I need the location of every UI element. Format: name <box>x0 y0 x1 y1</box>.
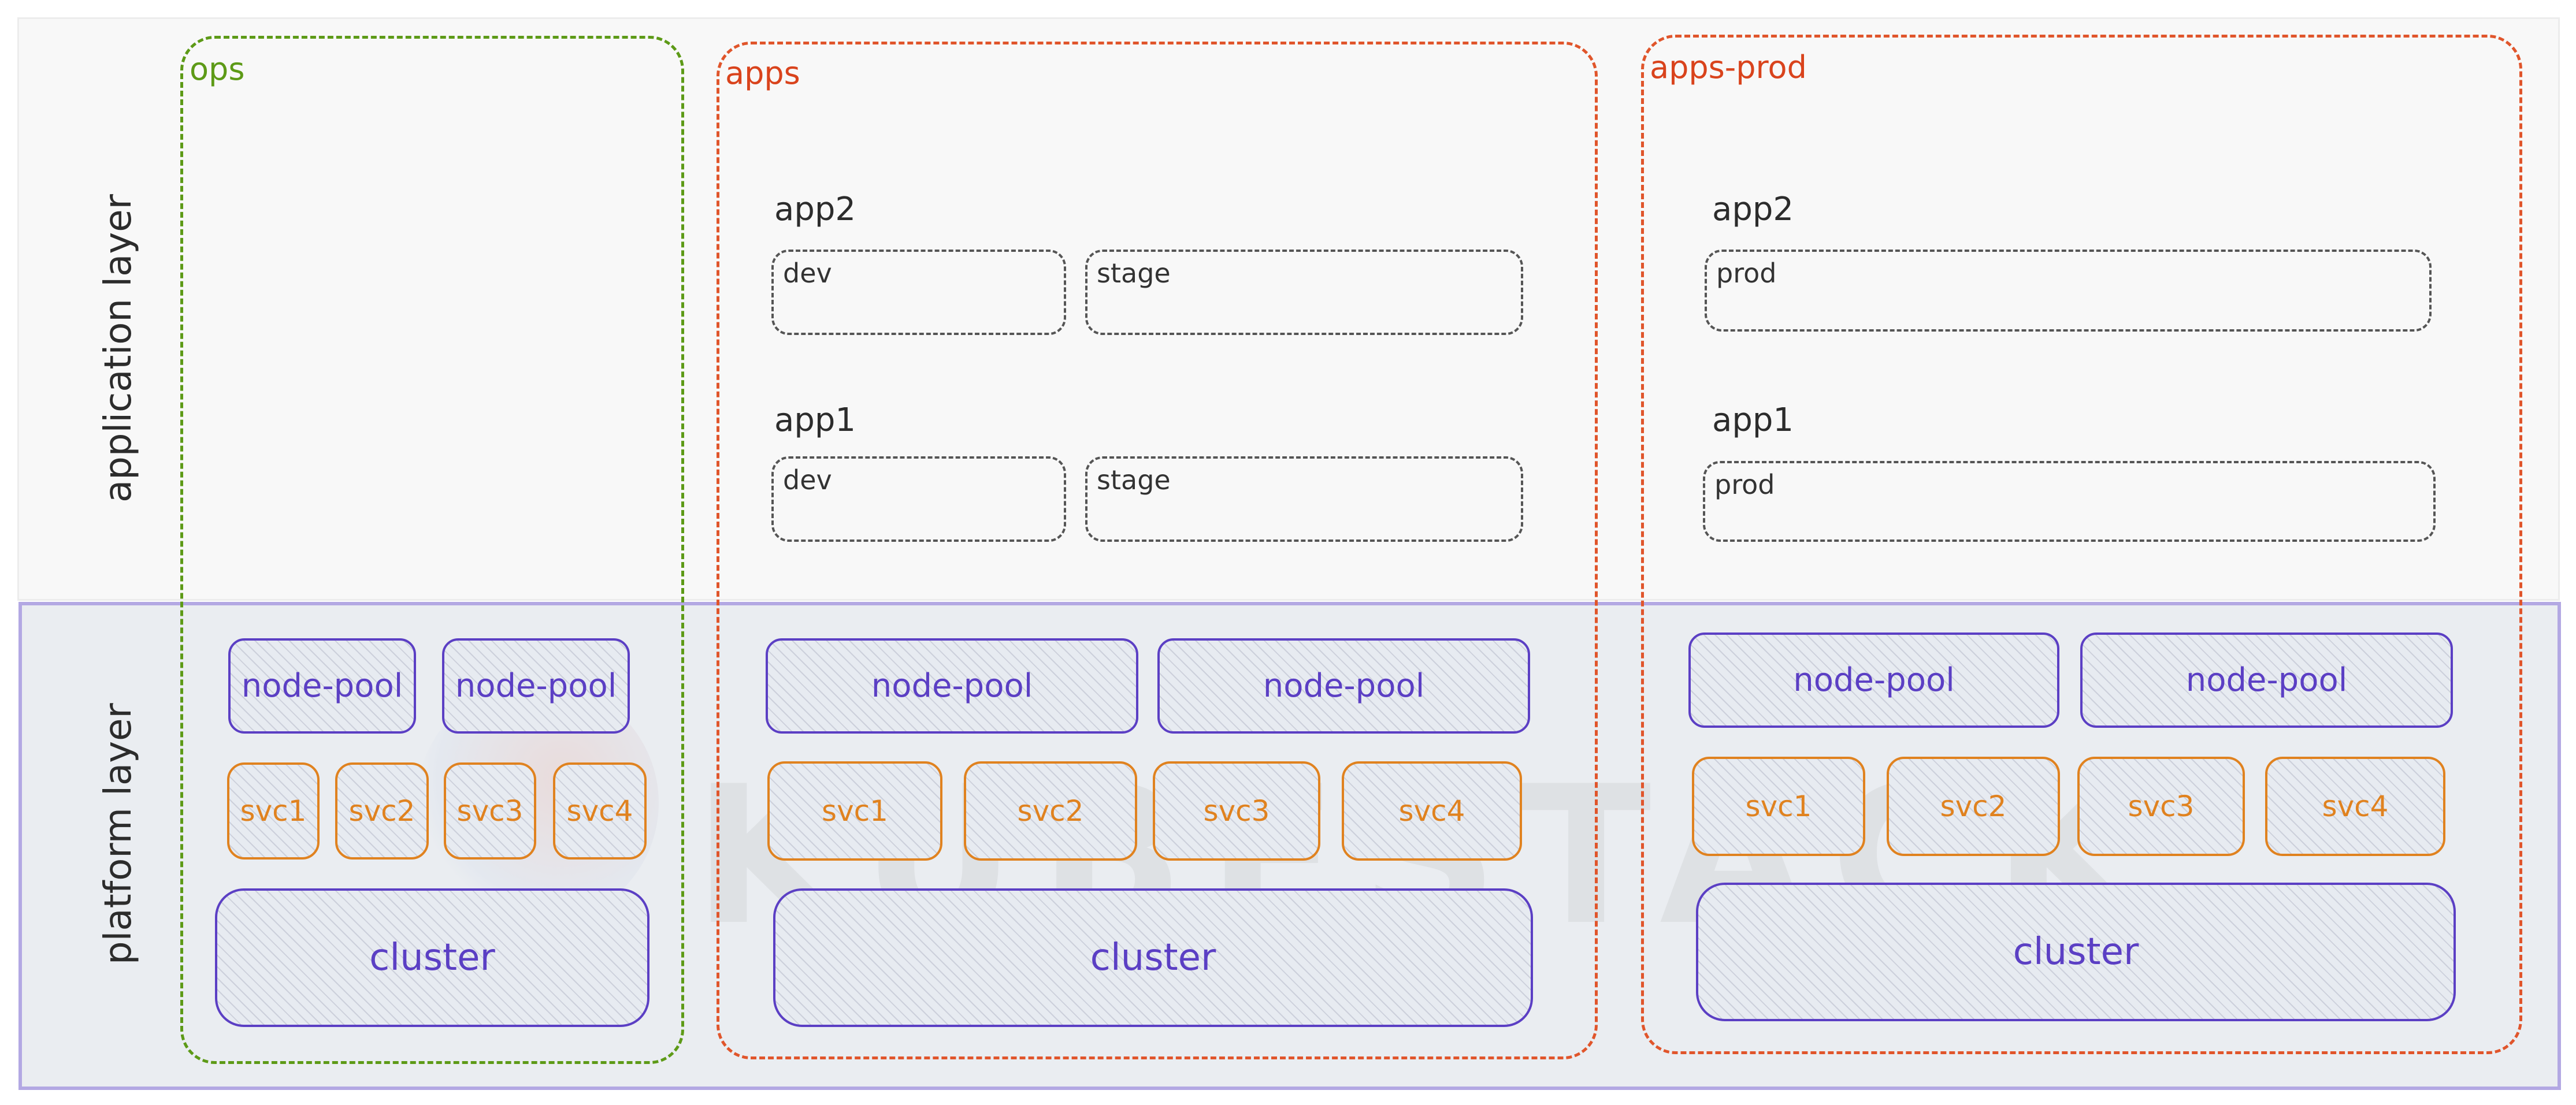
service-svc1: svc1 <box>767 761 942 861</box>
service-svc4: svc4 <box>553 762 647 860</box>
node-pool: node-pool <box>1688 633 2059 728</box>
service-svc1: svc1 <box>1692 757 1865 856</box>
node-pool: node-pool <box>442 638 630 734</box>
cluster: cluster <box>215 888 649 1027</box>
service-svc3: svc3 <box>2077 757 2245 856</box>
service-svc3: svc3 <box>1153 761 1320 861</box>
application-layer <box>17 17 2560 601</box>
node-pool: node-pool <box>766 638 1138 734</box>
env-dev: dev <box>771 456 1066 542</box>
namespace-apps-prod-label: apps-prod <box>1650 49 1807 85</box>
app-title-app1: app1 <box>1712 401 1794 439</box>
env-label: stage <box>1097 258 1171 289</box>
node-pool: node-pool <box>1157 638 1530 734</box>
env-prod: prod <box>1703 461 2436 542</box>
service-svc2: svc2 <box>964 761 1137 861</box>
env-label: stage <box>1097 464 1171 496</box>
service-svc1: svc1 <box>227 762 320 860</box>
env-label: prod <box>1716 258 1777 289</box>
env-label: dev <box>783 258 832 289</box>
service-svc2: svc2 <box>1887 757 2060 856</box>
namespace-apps-prod <box>1641 35 2522 1054</box>
app-title-app2: app2 <box>774 191 856 228</box>
namespace-ops <box>180 36 684 1064</box>
env-stage: stage <box>1085 250 1523 335</box>
app-title-app1: app1 <box>774 401 856 439</box>
env-stage: stage <box>1085 456 1523 542</box>
env-label: prod <box>1714 469 1775 500</box>
namespace-apps <box>717 42 1598 1059</box>
platform-layer-label: platform layer <box>97 703 140 965</box>
env-prod: prod <box>1705 250 2432 332</box>
service-svc3: svc3 <box>444 762 536 860</box>
service-svc4: svc4 <box>1342 761 1522 861</box>
env-dev: dev <box>771 250 1066 335</box>
cluster: cluster <box>773 888 1533 1027</box>
namespace-apps-label: apps <box>725 55 800 91</box>
service-svc2: svc2 <box>335 762 429 860</box>
node-pool: node-pool <box>2080 633 2453 728</box>
env-label: dev <box>783 464 832 496</box>
node-pool: node-pool <box>228 638 416 734</box>
app-title-app2: app2 <box>1712 191 1794 228</box>
service-svc4: svc4 <box>2265 757 2445 856</box>
cluster: cluster <box>1696 883 2456 1021</box>
application-layer-label: application layer <box>97 194 140 503</box>
namespace-ops-label: ops <box>190 51 245 87</box>
